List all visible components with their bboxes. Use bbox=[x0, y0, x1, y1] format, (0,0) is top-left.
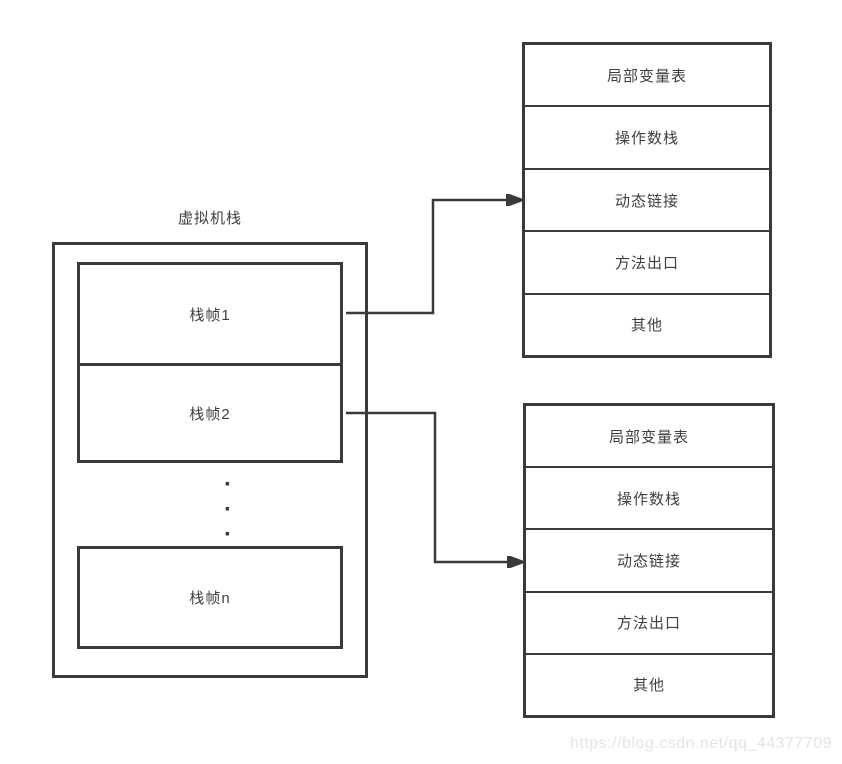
stack-frame-n-label: 栈帧n bbox=[189, 590, 231, 607]
watermark-text: https://blog.csdn.net/qq_44377709 bbox=[569, 735, 832, 752]
vm-stack-container bbox=[52, 242, 368, 678]
stack-frame-2: 栈帧2 bbox=[77, 363, 343, 463]
table1-row-dynamic-link: 动态链接 bbox=[525, 167, 769, 230]
table2-row-dynamic-link: 动态链接 bbox=[526, 528, 772, 590]
arrow-frame2-to-table2 bbox=[346, 411, 508, 562]
ellipsis-dot: · bbox=[224, 521, 232, 548]
frame2-detail-table: 局部变量表 操作数栈 动态链接 方法出口 其他 bbox=[523, 403, 775, 718]
table2-row-operand-stack: 操作数栈 bbox=[526, 466, 772, 528]
table1-row-other: 其他 bbox=[525, 292, 769, 355]
stack-frame-1-label: 栈帧1 bbox=[189, 306, 231, 324]
table2-row-local-variable-table: 局部变量表 bbox=[608, 428, 689, 446]
table2-row-method-exit: 方法出口 bbox=[526, 590, 772, 653]
table1-row-method-exit: 方法出口 bbox=[525, 230, 769, 292]
stack-ellipsis: · · · bbox=[214, 471, 242, 548]
stack-frame-2-label: 栈帧2 bbox=[189, 405, 231, 423]
arrow-frame1-to-table1 bbox=[346, 200, 507, 315]
table1-row-local-variable-table: 局部变量表 bbox=[606, 67, 687, 85]
ellipsis-dot: · bbox=[224, 471, 232, 498]
stack-frame-n: 栈帧n bbox=[77, 546, 343, 649]
vm-stack-title: 虚拟机栈 bbox=[177, 210, 242, 227]
table2-row-other: 其他 bbox=[526, 652, 772, 715]
frame1-detail-table: 局部变量表 操作数栈 动态链接 方法出口 其他 bbox=[522, 42, 772, 358]
ellipsis-dot: · bbox=[224, 496, 232, 523]
table1-row-operand-stack: 操作数栈 bbox=[525, 105, 769, 167]
stack-frame-1: 栈帧1 bbox=[77, 262, 343, 366]
